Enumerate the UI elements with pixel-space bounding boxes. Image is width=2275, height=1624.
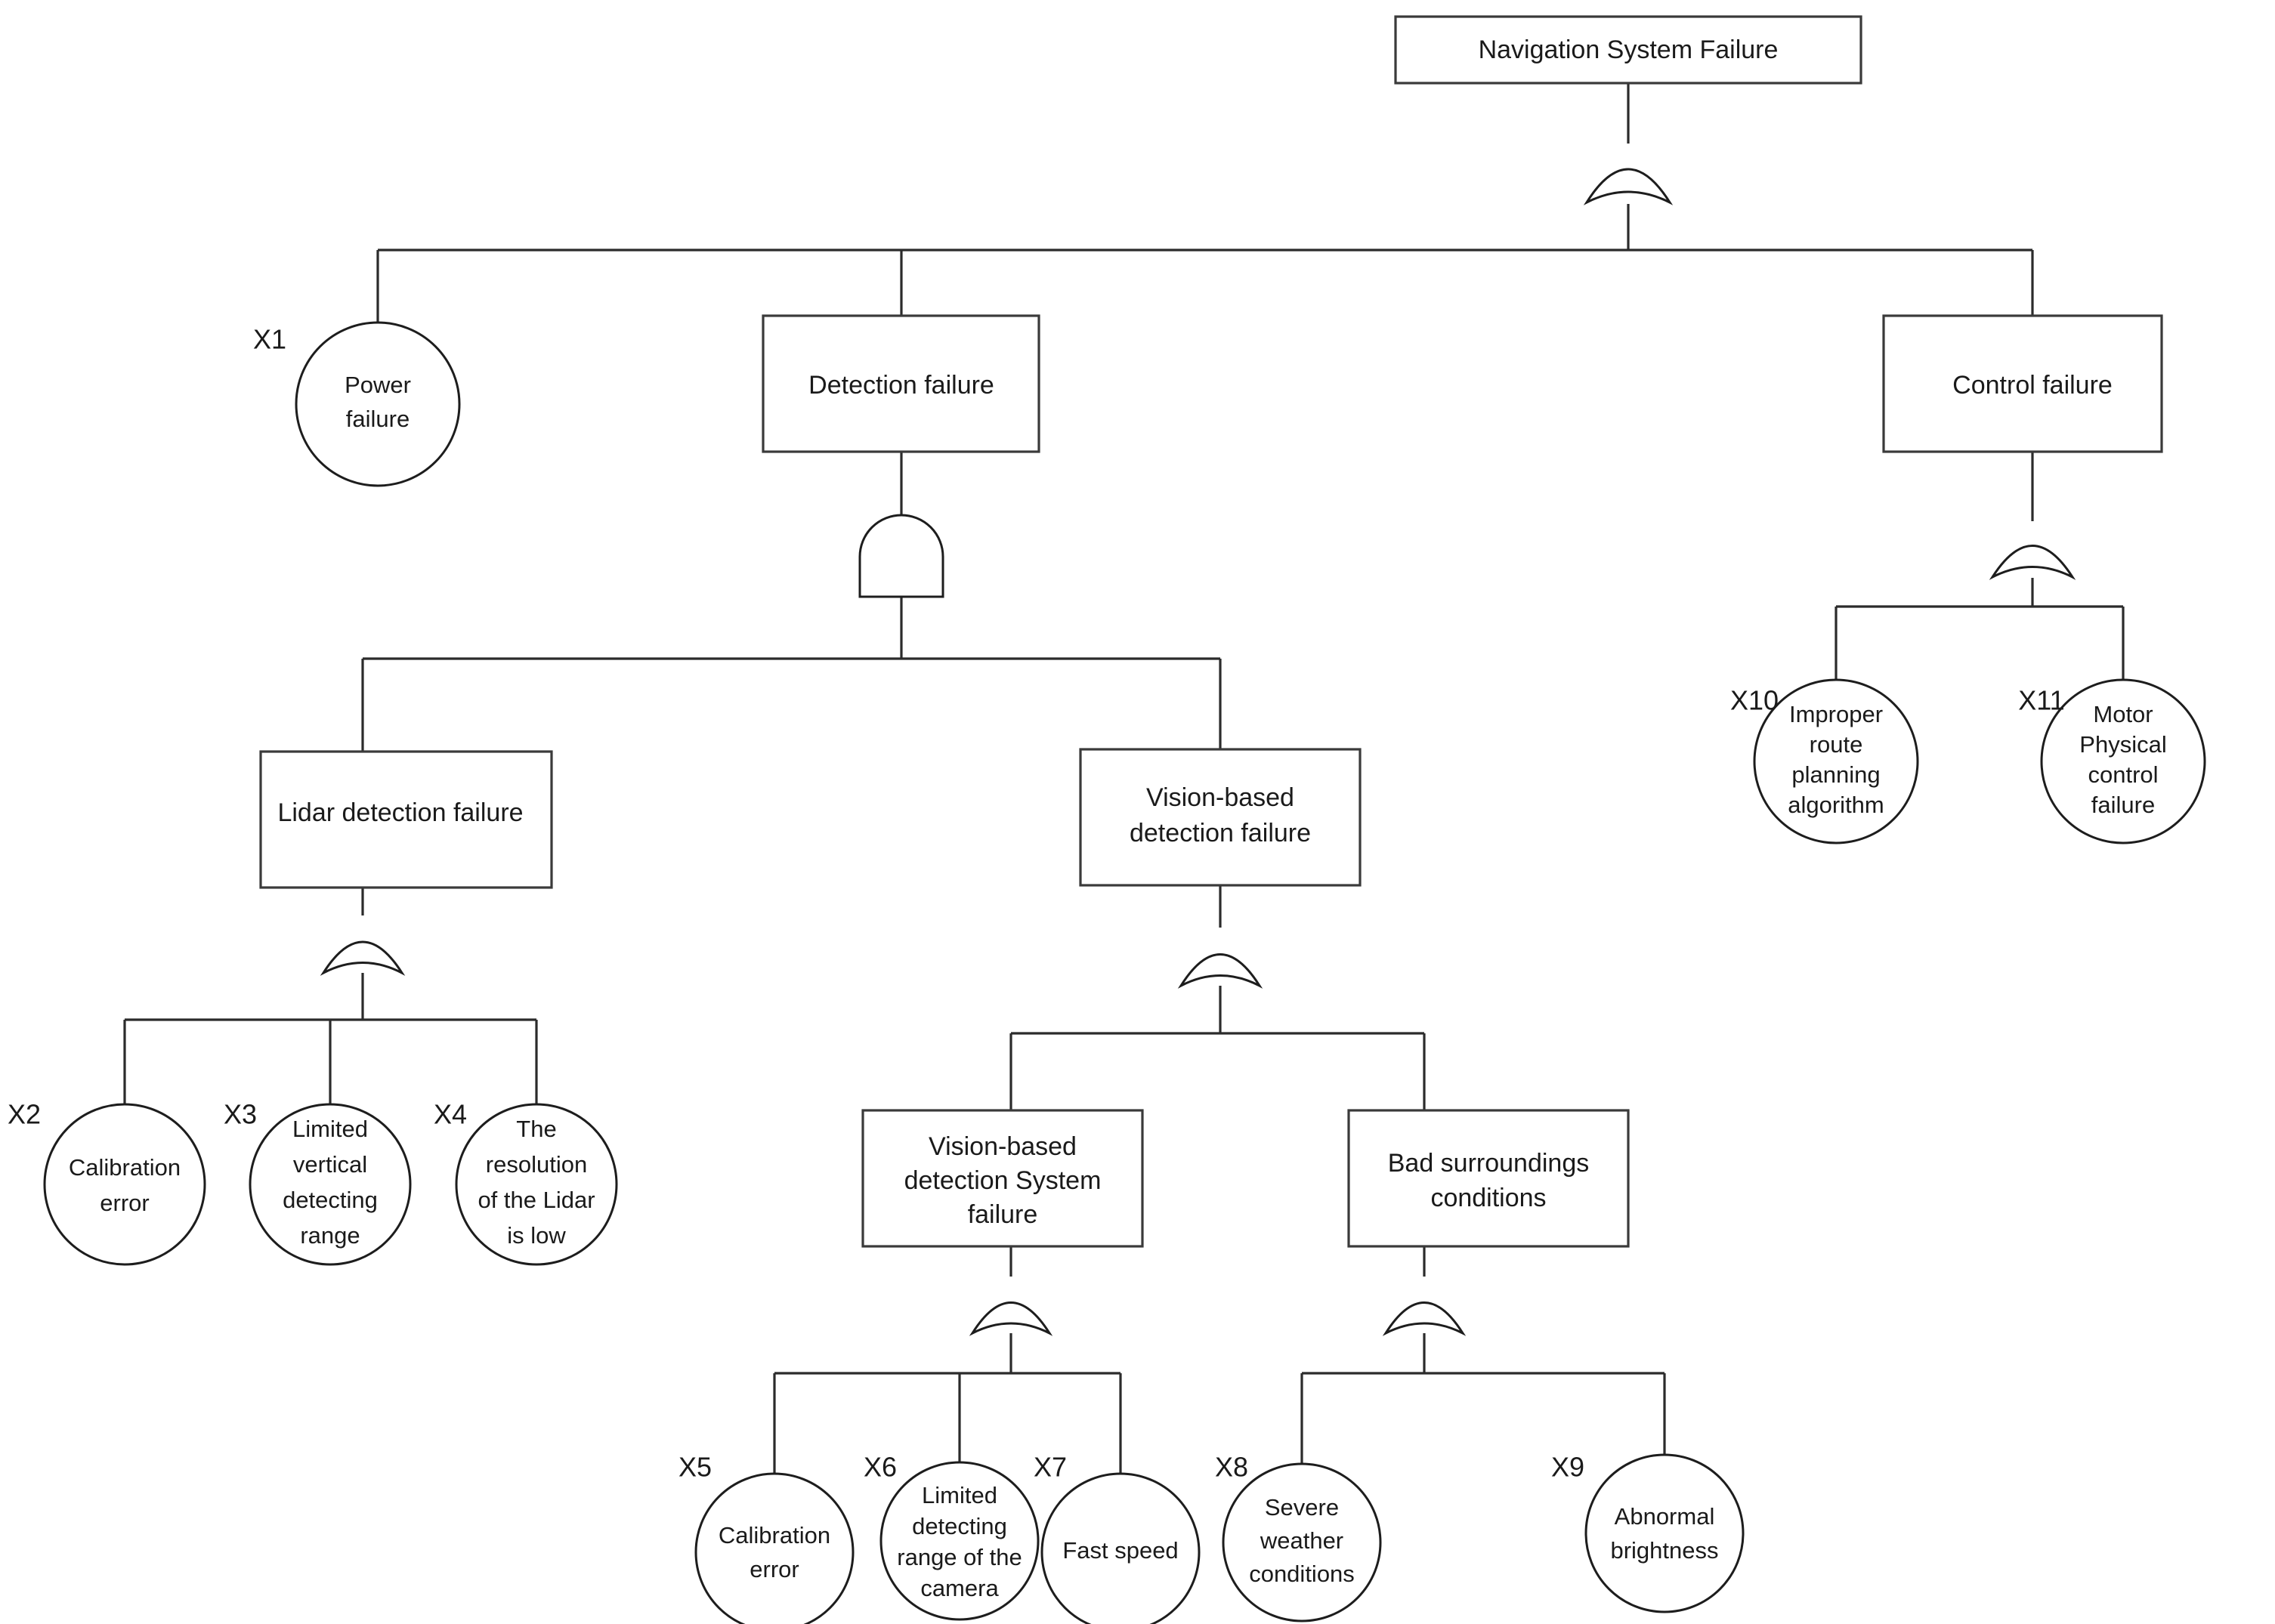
x6-label-line4: camera xyxy=(920,1575,999,1601)
node-limited-camera-range[interactable]: Limited detecting range of the camera xyxy=(879,1461,1040,1621)
node-low-lidar-resolution[interactable]: The resolution of the Lidar is low xyxy=(455,1103,618,1266)
vision-system-label-line2: detection System xyxy=(904,1166,1102,1195)
node-calibration-error-lidar[interactable]: Calibration error xyxy=(43,1103,206,1266)
top-event-label: Navigation System Failure xyxy=(1479,36,1779,64)
x3-label-line1: Limited xyxy=(292,1116,368,1142)
x8-label-line1: Severe xyxy=(1265,1494,1339,1521)
node-power-failure[interactable]: Power failure xyxy=(295,321,461,487)
x9-label-line2: brightness xyxy=(1610,1537,1718,1564)
node-detection-failure[interactable]: Detection failure xyxy=(762,314,1040,453)
bad-surroundings-label-line1: Bad surroundings xyxy=(1388,1149,1590,1178)
node-id-x11: X11 xyxy=(2018,685,2064,716)
motor-control-label-line2: Physical xyxy=(2079,731,2166,758)
motor-control-label-line1: Motor xyxy=(2093,701,2153,727)
or-gate-control-failure[interactable] xyxy=(1989,545,2076,580)
node-improper-route[interactable]: Improper route planning algorithm xyxy=(1753,678,1919,844)
vision-detection-label-line1: Vision-based xyxy=(1146,783,1294,812)
and-gate-detection-failure[interactable] xyxy=(858,514,944,598)
x3-label-line4: range xyxy=(300,1222,360,1249)
x7-label-line1: Fast speed xyxy=(1062,1537,1178,1564)
node-calibration-error-camera[interactable]: Calibration error xyxy=(694,1472,855,1624)
or-gate-vision-system[interactable] xyxy=(969,1301,1053,1336)
node-id-x8: X8 xyxy=(1215,1452,1248,1483)
node-fast-speed[interactable]: Fast speed xyxy=(1040,1472,1201,1624)
x5-label-line2: error xyxy=(750,1556,799,1582)
x6-label-line1: Limited xyxy=(922,1482,997,1508)
improper-route-label-line4: algorithm xyxy=(1788,792,1884,818)
node-severe-weather[interactable]: Severe weather conditions xyxy=(1222,1462,1382,1622)
improper-route-label-line1: Improper xyxy=(1789,701,1883,727)
node-abnormal-brightness[interactable]: Abnormal brightness xyxy=(1584,1453,1745,1613)
or-gate-top-event[interactable] xyxy=(1583,168,1674,205)
detection-failure-label: Detection failure xyxy=(808,371,994,400)
node-id-x4: X4 xyxy=(434,1099,467,1130)
vision-system-label-line3: failure xyxy=(968,1200,1038,1229)
node-id-x6: X6 xyxy=(864,1452,897,1483)
node-id-x10: X10 xyxy=(1730,685,1779,716)
node-id-x2: X2 xyxy=(8,1099,41,1130)
node-bad-surroundings[interactable]: Bad surroundings conditions xyxy=(1347,1109,1630,1248)
gate-layer xyxy=(320,168,2076,1336)
node-control-failure[interactable]: Control failure xyxy=(1882,314,2163,453)
x2-label-line2: error xyxy=(100,1190,149,1216)
motor-control-label-line4: failure xyxy=(2091,792,2155,818)
node-layer: Navigation System Failure Power failure … xyxy=(8,15,2206,1624)
motor-control-label-line3: control xyxy=(2088,761,2158,788)
bad-surroundings-label-line2: conditions xyxy=(1430,1184,1546,1212)
power-failure-label-line1: Power xyxy=(345,372,411,398)
vision-system-label-line1: Vision-based xyxy=(929,1132,1077,1161)
node-id-x5: X5 xyxy=(678,1452,712,1483)
x9-label-line1: Abnormal xyxy=(1615,1503,1715,1530)
x3-label-line2: vertical xyxy=(293,1151,367,1178)
node-id-x7: X7 xyxy=(1034,1452,1067,1483)
node-top-event[interactable]: Navigation System Failure xyxy=(1394,15,1862,85)
x6-label-line3: range of the xyxy=(897,1544,1022,1570)
x4-label-line2: resolution xyxy=(486,1151,587,1178)
node-vision-detection-failure[interactable]: Vision-based detection failure xyxy=(1079,748,1362,887)
or-gate-bad-surroundings[interactable] xyxy=(1382,1301,1467,1336)
node-id-x9: X9 xyxy=(1551,1452,1584,1483)
node-id-x3: X3 xyxy=(224,1099,257,1130)
lidar-detection-label: Lidar detection failure xyxy=(277,798,523,827)
x8-label-line3: conditions xyxy=(1249,1561,1355,1587)
or-gate-lidar-detection[interactable] xyxy=(320,940,406,976)
improper-route-label-line3: planning xyxy=(1791,761,1880,788)
x8-label-line2: weather xyxy=(1260,1527,1343,1554)
node-id-x1: X1 xyxy=(253,324,286,355)
x4-label-line1: The xyxy=(516,1116,556,1142)
power-failure-label-line2: failure xyxy=(346,406,410,432)
x4-label-line4: is low xyxy=(507,1222,566,1249)
node-lidar-detection-failure[interactable]: Lidar detection failure xyxy=(259,750,553,889)
x3-label-line3: detecting xyxy=(283,1187,378,1213)
x2-label-line1: Calibration xyxy=(69,1154,181,1181)
x4-label-line3: of the Lidar xyxy=(478,1187,595,1213)
x6-label-line2: detecting xyxy=(912,1513,1007,1539)
control-failure-label: Control failure xyxy=(1952,371,2113,400)
node-motor-control[interactable]: Motor Physical control failure xyxy=(2040,678,2206,844)
improper-route-label-line2: route xyxy=(1810,731,1863,758)
node-limited-vertical-range[interactable]: Limited vertical detecting range xyxy=(249,1103,412,1266)
node-vision-system-failure[interactable]: Vision-based detection System failure xyxy=(861,1109,1144,1248)
or-gate-vision-detection[interactable] xyxy=(1177,953,1263,989)
x5-label-line1: Calibration xyxy=(719,1522,830,1548)
vision-detection-label-line2: detection failure xyxy=(1130,819,1311,848)
